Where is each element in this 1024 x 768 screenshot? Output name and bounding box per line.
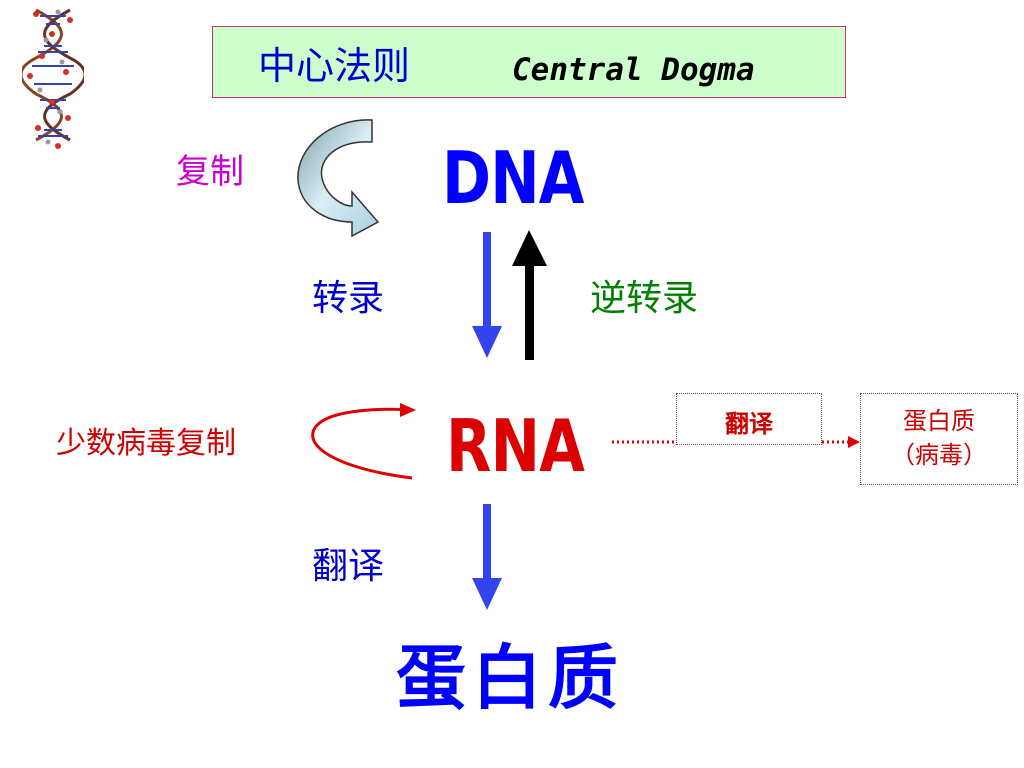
- dna-node: DNA: [442, 136, 584, 220]
- virus-translation-box: 翻译: [676, 393, 822, 445]
- dna-helix-icon: [22, 8, 84, 149]
- virus-protein-sublabel: （病毒）: [891, 441, 987, 469]
- reverse-transcription-arrow: [512, 230, 547, 360]
- rna-node: RNA: [446, 404, 585, 488]
- virus-protein-label: 蛋白质: [903, 407, 975, 435]
- title-english: Central Dogma: [512, 52, 755, 88]
- rna-replication-arrow: [311, 403, 416, 480]
- rna-replication-label: 少数病毒复制: [56, 426, 236, 461]
- replication-label: 复制: [176, 152, 244, 192]
- translation-label: 翻译: [312, 546, 385, 587]
- replication-curved-arrow: [297, 119, 380, 238]
- title-box: [212, 26, 846, 98]
- virus-translation-dotted-arrow: [612, 436, 860, 448]
- reverse-transcription-label: 逆转录: [590, 278, 699, 319]
- title-chinese: 中心法则: [258, 44, 411, 88]
- protein-node: 蛋白质: [396, 636, 624, 719]
- virus-protein-box: 蛋白质 （病毒）: [860, 393, 1018, 485]
- transcription-arrow: [472, 232, 502, 358]
- transcription-label: 转录: [312, 278, 385, 319]
- translation-arrow: [472, 504, 502, 610]
- virus-translation-label: 翻译: [725, 409, 773, 438]
